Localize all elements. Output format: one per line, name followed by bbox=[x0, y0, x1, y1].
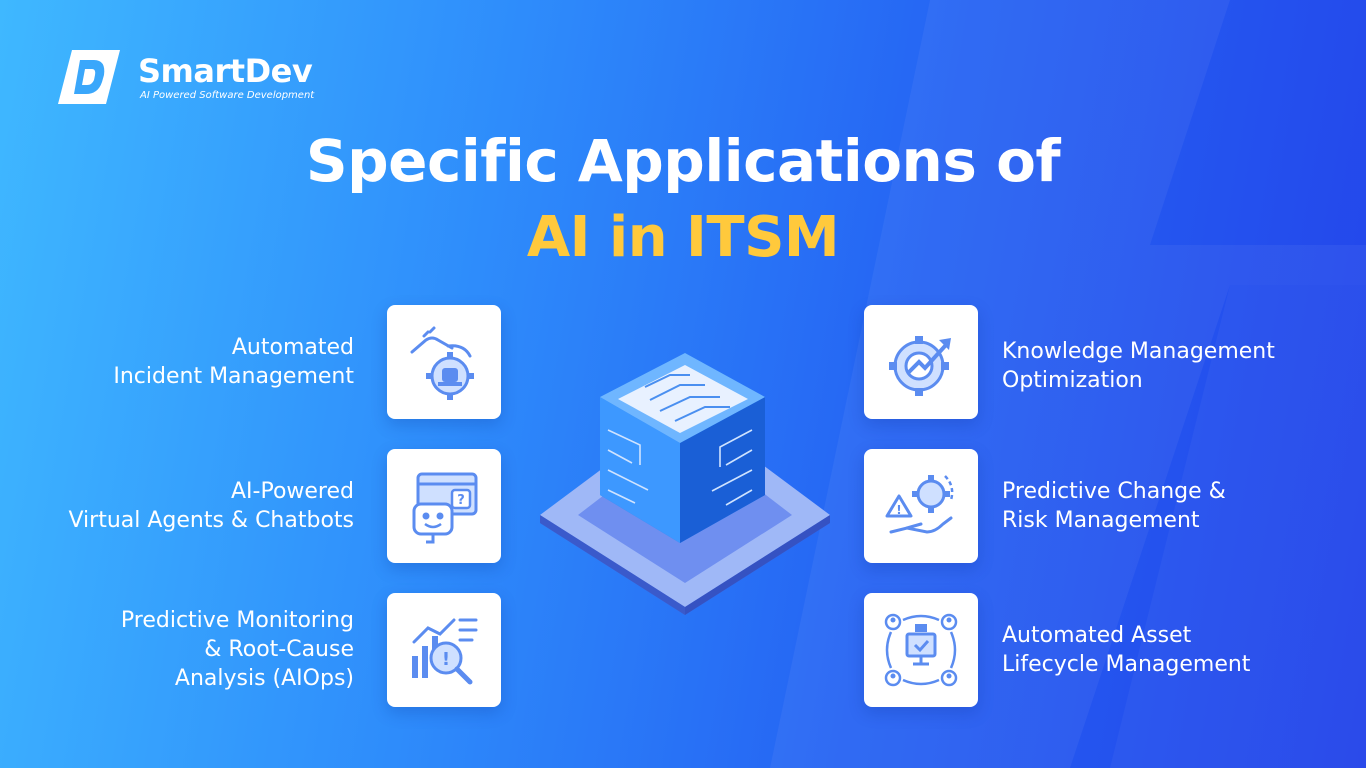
svg-text:!: ! bbox=[896, 503, 901, 517]
chatbot-icon: ? bbox=[412, 472, 478, 544]
gear-growth-icon bbox=[889, 336, 951, 396]
page-title-line-2: AI in ITSM bbox=[526, 205, 840, 270]
smartdev-logo-icon bbox=[58, 50, 120, 104]
label-incident-management: Automated Incident Management bbox=[113, 333, 354, 391]
label-line: AI-Powered bbox=[230, 479, 354, 504]
risk-gear-icon: ! bbox=[885, 475, 954, 534]
label-asset-lifecycle: Automated Asset Lifecycle Management bbox=[1002, 621, 1250, 679]
analytics-magnifier-icon: ! bbox=[412, 618, 478, 685]
label-line: Automated bbox=[231, 335, 354, 360]
label-line: Predictive Monitoring bbox=[120, 608, 354, 633]
label-line: Virtual Agents & Chatbots bbox=[68, 508, 354, 533]
svg-text:!: ! bbox=[442, 649, 450, 670]
label-knowledge-management: Knowledge Management Optimization bbox=[1002, 337, 1275, 395]
ai-chip-illustration bbox=[540, 353, 830, 615]
label-line: Risk Management bbox=[1002, 508, 1200, 533]
page-title-line-1: Specific Applications of bbox=[305, 127, 1061, 195]
label-line: Analysis (AIOps) bbox=[174, 666, 354, 691]
brand-tagline: AI Powered Software Development bbox=[140, 90, 315, 101]
asset-cycle-icon bbox=[884, 613, 958, 687]
card-incident-management bbox=[387, 305, 501, 419]
label-line: Predictive Change & bbox=[1002, 479, 1226, 504]
card-predictive-change: ! bbox=[864, 449, 978, 563]
label-virtual-agents: AI-Powered Virtual Agents & Chatbots bbox=[68, 477, 354, 535]
label-line: Incident Management bbox=[113, 364, 354, 389]
label-line: & Root-Cause bbox=[204, 637, 354, 662]
brand-name: SmartDev bbox=[138, 52, 313, 90]
label-line: Automated Asset bbox=[1002, 623, 1192, 648]
gear-hand-icon bbox=[410, 326, 474, 400]
svg-text:?: ? bbox=[457, 493, 465, 508]
label-line: Knowledge Management bbox=[1002, 339, 1275, 364]
label-predictive-change: Predictive Change & Risk Management bbox=[1002, 477, 1226, 535]
label-line: Optimization bbox=[1002, 368, 1143, 393]
card-knowledge-management bbox=[864, 305, 978, 419]
label-line: Lifecycle Management bbox=[1002, 652, 1251, 677]
card-virtual-agents: ? bbox=[387, 449, 501, 563]
card-asset-lifecycle bbox=[864, 593, 978, 707]
label-predictive-monitoring: Predictive Monitoring & Root-Cause Analy… bbox=[121, 606, 354, 693]
card-predictive-monitoring: ! bbox=[387, 593, 501, 707]
